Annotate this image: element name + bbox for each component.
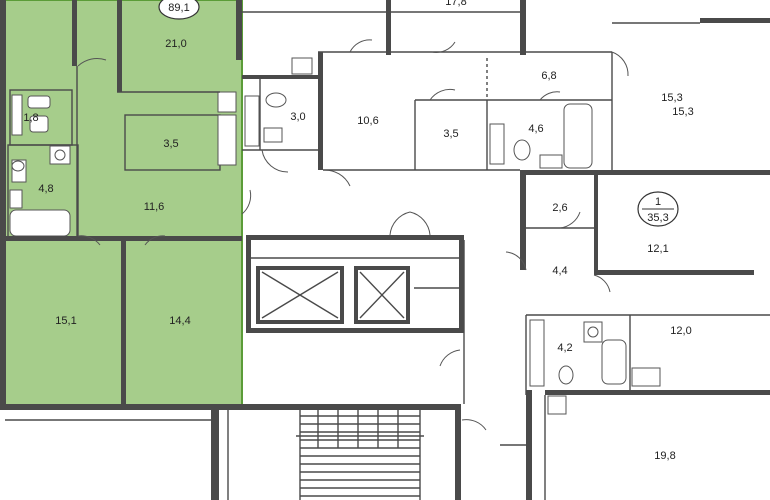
bathtub-fixture-3 (601, 339, 627, 385)
room-area-label: 3,0 (290, 111, 305, 123)
room-area-label: 10,6 (357, 115, 378, 127)
room-area-label: 12,1 (647, 243, 668, 255)
selected-apartment-area-label: 89,1 (168, 2, 189, 14)
room-area-label: 3,5 (443, 128, 458, 140)
room-area-label: 21,0 (165, 38, 186, 50)
room-labels: 21,0 1,8 3,5 4,8 11,6 15,1 14,4 17,8 3,0… (23, 0, 693, 462)
toilet-fixture (27, 95, 51, 109)
apartment-area-label: 35,3 (647, 212, 668, 224)
apartment-badge: 1 35,3 (637, 191, 679, 227)
room-area-label: 14,4 (169, 315, 190, 327)
apartment-number-label: 1 (655, 196, 661, 208)
room-area-label: 4,8 (38, 183, 53, 195)
sink-fixture (29, 115, 49, 133)
stair-flight (300, 410, 420, 497)
room-area-label: 4,2 (557, 342, 572, 354)
room-area-label: 4,6 (528, 123, 543, 135)
bathtub-fixture-2 (563, 103, 593, 169)
room-area-label: 4,4 (552, 265, 567, 277)
room-area-label: 6,8 (541, 70, 556, 82)
room-area-label: 19,8 (654, 450, 675, 462)
room-area-label: 2,6 (552, 202, 567, 214)
room-area-label: 1,8 (23, 112, 38, 124)
room-area-label: 3,5 (163, 138, 178, 150)
room-area-label: 12,0 (670, 325, 691, 337)
room-area-label: 11,6 (144, 201, 165, 213)
selected-apartment-badge: 89,1 (158, 0, 200, 20)
room-area-label: 15,3 (672, 106, 693, 118)
bathtub-fixture (9, 209, 71, 237)
room-area-label: 17,8 (445, 0, 466, 8)
room-area-label: 15,1 (55, 315, 76, 327)
room-area-label: 15,3 (661, 92, 682, 104)
selected-apartment[interactable] (4, 0, 243, 410)
